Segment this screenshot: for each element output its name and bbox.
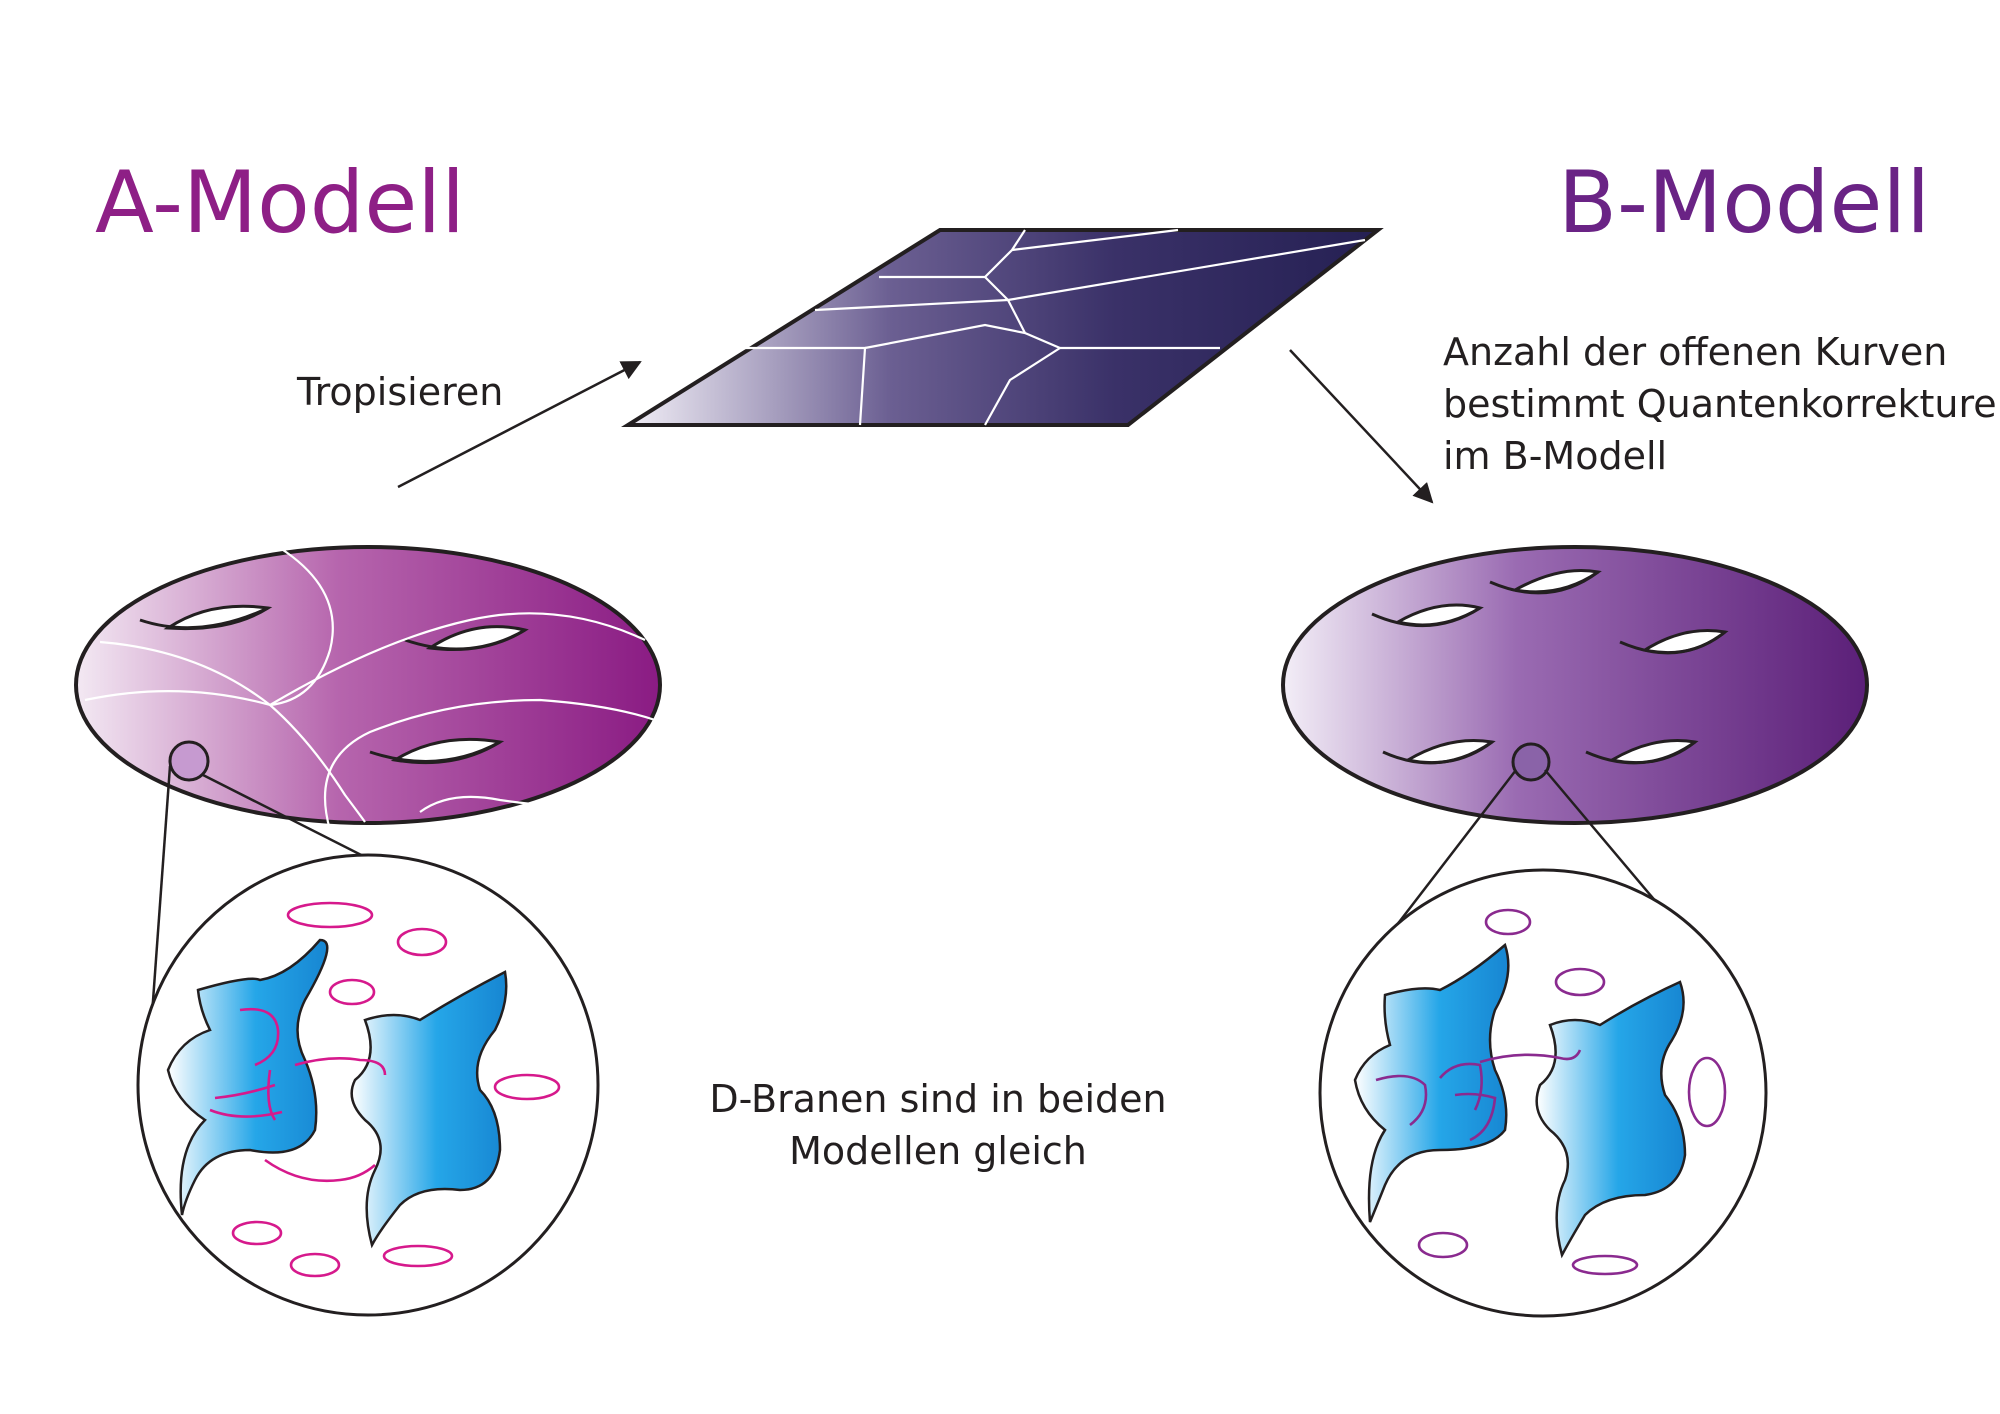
b-model-zoom-point (1511, 742, 1551, 782)
dbranes-caption: D-Branen sind in beiden Modellen gleich (709, 1077, 1166, 1173)
b-model-holes (1371, 568, 1729, 765)
dbranes-line-1: D-Branen sind in beiden (709, 1077, 1166, 1121)
a-dbrane-right (350, 970, 508, 1249)
a-closed-strings (231, 901, 561, 1278)
a-model-zoom-circle (136, 853, 600, 1317)
open-curves-line-2: bestimmt Quantenkorrekturen (1443, 382, 2000, 426)
open-curves-line-1: Anzahl der offenen Kurven (1443, 330, 1947, 374)
b-dbrane-left (1353, 942, 1510, 1223)
tropicalize-label: Tropisieren (296, 370, 503, 414)
a-model-holes (139, 604, 529, 765)
a-model-curves (84, 547, 656, 831)
b-closed-strings (1417, 908, 1727, 1276)
b-model-surface (1281, 545, 1869, 825)
open-curves-caption: Anzahl der offenen Kurven bestimmt Quant… (1443, 330, 2000, 478)
b-model-zoom-circle (1318, 868, 1768, 1318)
tropical-plane (621, 228, 1384, 427)
dbranes-line-2: Modellen gleich (789, 1129, 1087, 1173)
a-model-surface (74, 545, 662, 831)
a-model-zoom-point (168, 740, 210, 782)
open-curves-line-3: im B-Modell (1443, 434, 1667, 478)
b-model-title: B-Modell (1558, 153, 1930, 253)
b-open-strings (1375, 1049, 1582, 1142)
tropical-curve (745, 228, 1366, 426)
tropicalize-arrow (397, 360, 642, 489)
a-open-strings (209, 1007, 387, 1183)
b-dbrane-right (1535, 980, 1687, 1259)
a-model-title: A-Modell (95, 153, 465, 253)
b-model-arrow (1289, 349, 1434, 504)
a-dbrane-left (166, 938, 329, 1216)
